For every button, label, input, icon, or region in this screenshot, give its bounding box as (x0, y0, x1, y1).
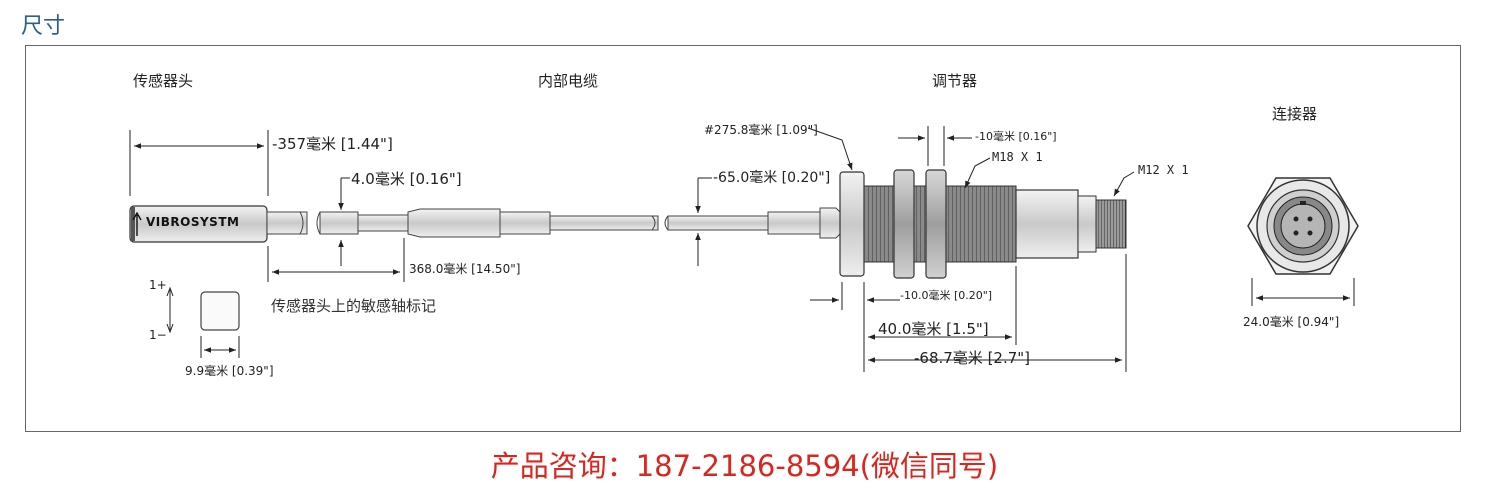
dim-head-to-cable: 368.0毫米 [14.50"] (409, 262, 521, 276)
axis-note: 传感器头上的敏感轴标记 (271, 297, 437, 315)
up-arrow-icon (132, 211, 142, 236)
dim-nut-width: -10毫米 [0.16"] (975, 130, 1057, 143)
dim-flange-dia: #275.8毫米 [1.09"] (704, 123, 818, 137)
axis-marker-drawing (166, 286, 240, 334)
dim-thread-length: 40.0毫米 [1.5"] (878, 320, 989, 338)
dim-cable-dia: -65.0毫米 [0.20"] (713, 170, 831, 186)
dim-total-length: -68.7毫米 [2.7"] (914, 349, 1031, 367)
dimension-lines (129, 126, 1355, 372)
page-title: 尺寸 (21, 14, 66, 39)
section-label-sensor-head: 传感器头 (133, 72, 194, 90)
sensor-head-drawing (129, 205, 841, 243)
section-label-connector: 连接器 (1272, 105, 1318, 123)
axis-plus-label: 1+ (149, 278, 167, 292)
thread-label-m12: M12 X 1 (1138, 163, 1189, 177)
thread-label-m18: M18 X 1 (992, 150, 1043, 164)
connector-face-drawing (1247, 177, 1359, 275)
section-label-internal-cable: 内部电缆 (538, 72, 599, 90)
drawing-frame (25, 45, 1461, 432)
dim-cable-step: 4.0毫米 [0.16"] (351, 170, 462, 188)
dim-head-length: -357毫米 [1.44"] (272, 135, 393, 153)
dim-hex-width: 24.0毫米 [0.94"] (1243, 315, 1340, 329)
contact-banner: 产品咨询：187-2186-8594(微信同号) (490, 449, 999, 483)
dim-head-width: 9.9毫米 [0.39"] (185, 364, 274, 378)
axis-minus-label: 1− (149, 328, 167, 342)
dim-flange-thickness: -10.0毫米 [0.20"] (900, 289, 993, 302)
adjuster-drawing (839, 169, 1127, 279)
brand-logo-text: VIBROSYSTM (146, 215, 240, 229)
section-label-adjuster: 调节器 (932, 72, 978, 90)
